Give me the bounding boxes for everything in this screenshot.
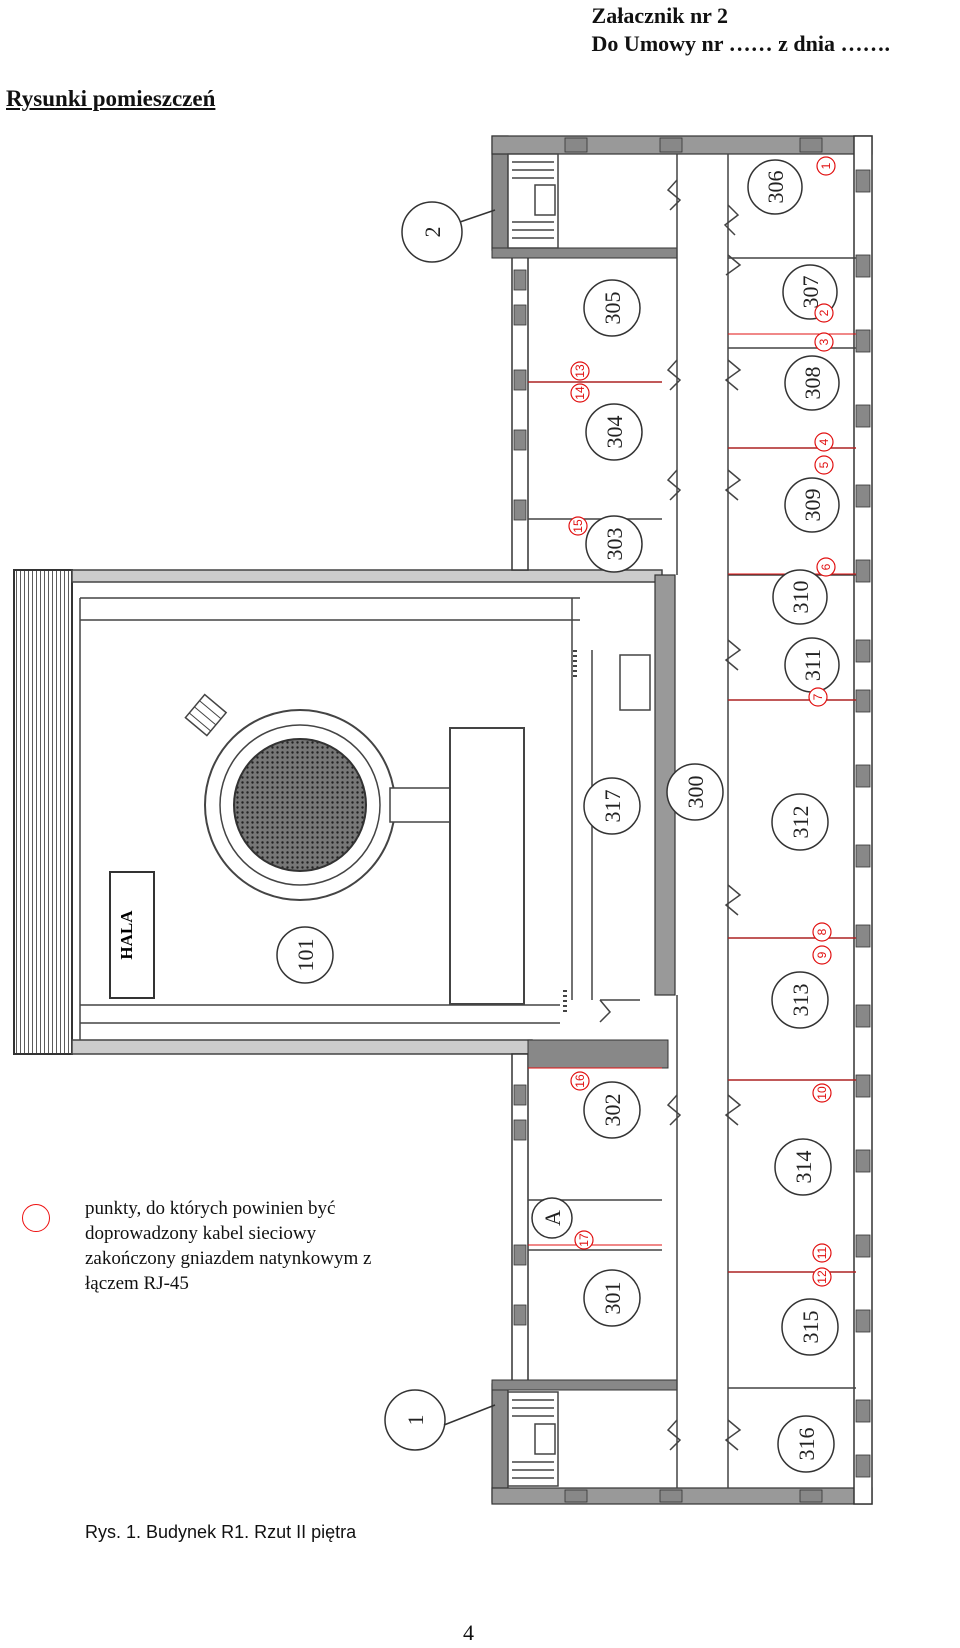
network-point-1: 1 <box>816 156 836 176</box>
network-point-11: 11 <box>812 1243 832 1263</box>
stair-markers: 2 1 A <box>384 201 573 1451</box>
svg-text:7: 7 <box>811 693 825 700</box>
network-point-8: 8 <box>812 922 832 942</box>
network-point-9: 9 <box>812 945 832 965</box>
svg-text:13: 13 <box>573 364 587 378</box>
legend-line: punkty, do których powinien być <box>85 1198 336 1219</box>
stairwell-bottom <box>507 1391 559 1487</box>
network-point-7: 7 <box>808 687 828 707</box>
svg-text:309: 309 <box>800 489 825 522</box>
svg-text:305: 305 <box>600 292 625 325</box>
room-314: 314 <box>774 1138 832 1196</box>
network-point-12: 12 <box>812 1267 832 1287</box>
svg-text:304: 304 <box>602 416 627 449</box>
legend-line: łączem RJ-45 <box>85 1273 189 1294</box>
network-point-5: 5 <box>814 455 834 475</box>
legend: punkty, do których powinien być doprowad… <box>85 1196 465 1296</box>
network-point-3: 3 <box>814 332 834 352</box>
room-308: 308 <box>784 355 840 411</box>
room-313: 313 <box>771 971 829 1029</box>
room-315: 315 <box>781 1298 839 1356</box>
svg-text:306: 306 <box>763 171 788 204</box>
room-316: 316 <box>777 1415 835 1473</box>
svg-text:313: 313 <box>788 984 813 1017</box>
hall-label: HALA <box>117 910 136 960</box>
room-101: 101 <box>276 926 334 984</box>
section-title: Rysunki pomieszczeń <box>6 86 216 111</box>
legend-point-symbol <box>22 1204 50 1232</box>
room-300: 300 <box>666 763 724 821</box>
attachment-number: Załacznik nr 2 <box>591 3 729 28</box>
room-305: 305 <box>583 279 641 337</box>
network-point-17: 17 <box>574 1230 594 1250</box>
room-302: 302 <box>583 1081 641 1139</box>
svg-text:303: 303 <box>602 528 627 561</box>
svg-text:12: 12 <box>815 1270 829 1284</box>
corridor <box>599 154 742 1488</box>
room-labels: 306 307 308 309 310 311 312 313 314 315 … <box>276 159 840 1473</box>
hall-wing: HALA <box>13 569 663 1055</box>
svg-text:4: 4 <box>817 438 831 445</box>
room-303: 303 <box>585 515 643 573</box>
room-317: 317 <box>583 777 641 835</box>
svg-text:301: 301 <box>600 1282 625 1315</box>
svg-text:315: 315 <box>798 1311 823 1344</box>
room-301: 301 <box>583 1269 641 1327</box>
svg-text:3: 3 <box>817 338 831 345</box>
svg-text:101: 101 <box>293 939 318 972</box>
svg-text:10: 10 <box>815 1086 829 1100</box>
room-310: 310 <box>772 569 828 625</box>
network-points: 1 2 3 4 5 6 7 8 9 10 11 12 13 14 15 16 1… <box>568 156 836 1287</box>
svg-text:307: 307 <box>798 276 823 309</box>
network-point-6: 6 <box>816 557 836 577</box>
svg-text:311: 311 <box>800 649 825 681</box>
svg-text:2: 2 <box>420 227 445 238</box>
room-304: 304 <box>585 403 643 461</box>
room-309: 309 <box>784 477 840 533</box>
svg-text:15: 15 <box>571 519 585 533</box>
svg-text:308: 308 <box>800 367 825 400</box>
page-number: 4 <box>463 1620 474 1645</box>
marker-a: A <box>531 1197 573 1239</box>
room-311: 311 <box>784 637 840 693</box>
svg-text:6: 6 <box>819 563 833 570</box>
legend-line: zakończony gniazdem natynkowym z <box>85 1248 372 1269</box>
svg-text:312: 312 <box>788 806 813 839</box>
svg-text:302: 302 <box>600 1094 625 1127</box>
svg-text:16: 16 <box>573 1074 587 1088</box>
svg-text:2: 2 <box>817 309 831 316</box>
contract-reference: Do Umowy nr …… z dnia ……. <box>591 31 890 56</box>
stairwell-top <box>507 153 559 249</box>
network-point-15: 15 <box>568 516 588 536</box>
network-point-13: 13 <box>570 361 590 381</box>
svg-text:8: 8 <box>815 928 829 935</box>
svg-text:A: A <box>540 1210 565 1226</box>
network-point-4: 4 <box>814 432 834 452</box>
attachment-header: Załacznik nr 2 Do Umowy nr …… z dnia ……. <box>592 2 890 58</box>
svg-text:11: 11 <box>815 1246 829 1259</box>
window-marks <box>513 137 871 1503</box>
legend-line: doprowadzony kabel sieciowy <box>85 1223 317 1244</box>
room-312: 312 <box>771 793 829 851</box>
svg-text:1: 1 <box>403 1415 428 1426</box>
svg-text:314: 314 <box>791 1151 816 1184</box>
room-306: 306 <box>747 159 803 215</box>
figure-caption: Rys. 1. Budynek R1. Rzut II piętra <box>85 1522 357 1542</box>
stair-marker-2: 2 <box>401 201 496 263</box>
svg-text:316: 316 <box>794 1428 819 1461</box>
svg-text:9: 9 <box>815 951 829 958</box>
network-point-14: 14 <box>570 383 590 403</box>
svg-text:310: 310 <box>788 581 813 614</box>
svg-text:317: 317 <box>600 790 625 823</box>
svg-text:17: 17 <box>577 1233 591 1247</box>
svg-text:300: 300 <box>683 776 708 809</box>
svg-text:1: 1 <box>819 162 833 169</box>
network-point-10: 10 <box>812 1083 832 1103</box>
network-point-16: 16 <box>570 1071 590 1091</box>
svg-text:5: 5 <box>817 461 831 468</box>
stair-marker-1: 1 <box>384 1389 496 1451</box>
network-point-2: 2 <box>814 303 834 323</box>
svg-text:14: 14 <box>573 386 587 400</box>
